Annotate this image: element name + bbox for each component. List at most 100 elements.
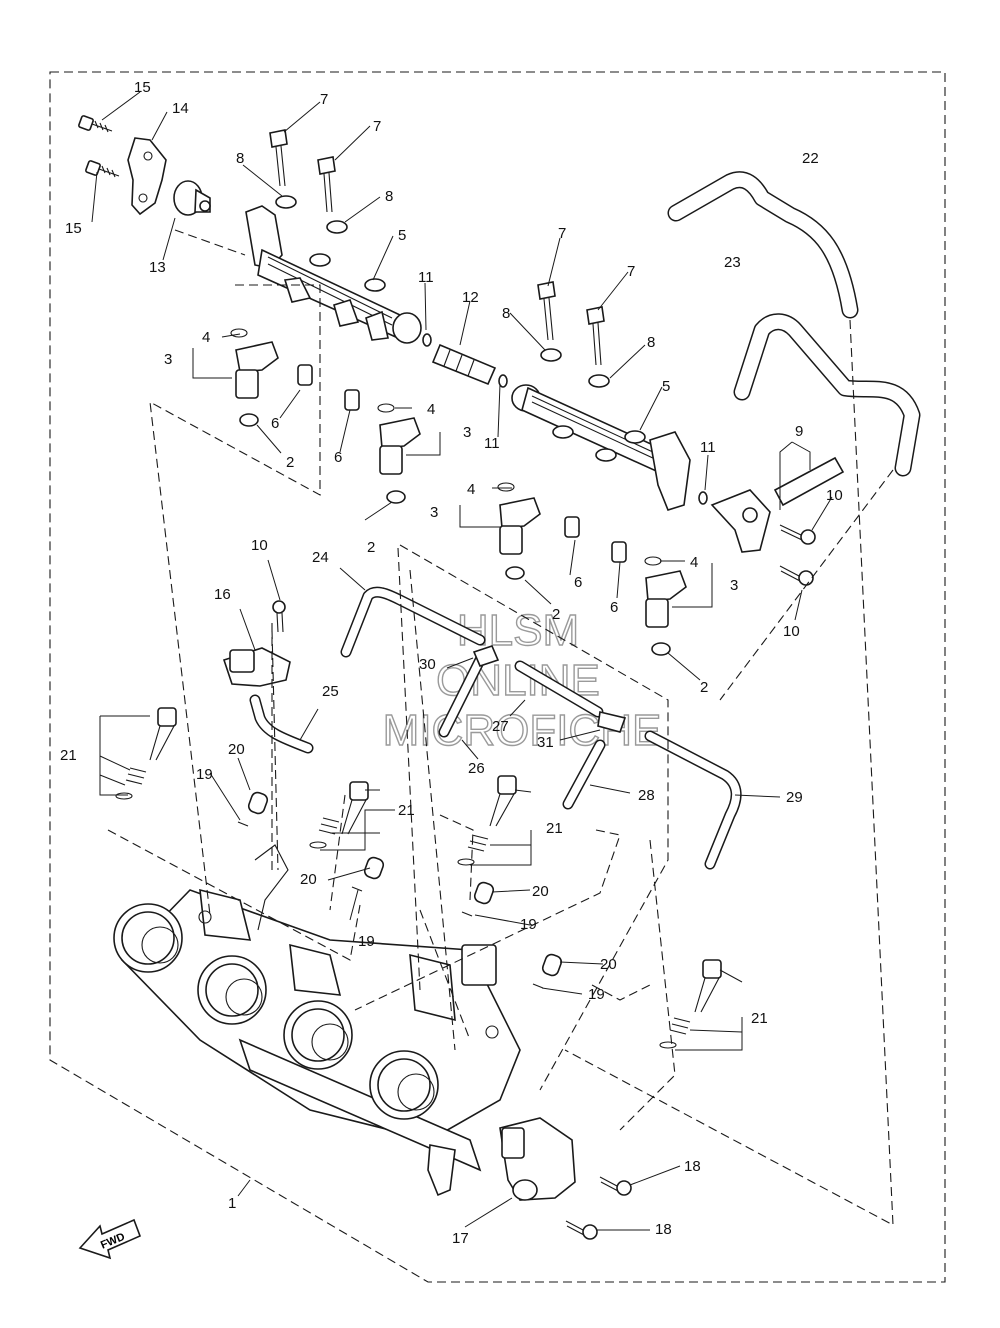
callout-26: 26: [468, 760, 485, 777]
callout-20: 20: [300, 871, 317, 888]
part-bolt-18-a: [599, 1176, 632, 1196]
callout-3: 3: [164, 351, 172, 368]
callout-18: 18: [684, 1158, 701, 1175]
callout-10: 10: [826, 487, 843, 504]
callout-2: 2: [552, 606, 560, 623]
part-fitting-9: [710, 456, 845, 553]
part-screw-15-upper: [78, 115, 113, 133]
part-clip-19-b: [351, 886, 363, 892]
part-spacer-6-a: [297, 364, 313, 386]
part-ring-11-b: [498, 374, 508, 388]
part-bolt-7-c: [537, 281, 556, 341]
callout-2: 2: [286, 454, 294, 471]
callout-7: 7: [320, 91, 328, 108]
callout-6: 6: [334, 449, 342, 466]
part-cap-20-a: [247, 791, 269, 815]
part-tube-25: [249, 694, 314, 754]
callout-2: 2: [367, 539, 375, 556]
part-ring-11-c: [698, 491, 708, 505]
callout-14: 14: [172, 100, 189, 117]
part-washer-8-c: [540, 348, 562, 362]
part-bolt-7-d: [586, 306, 605, 366]
callout-4: 4: [690, 554, 698, 571]
callout-1: 1: [228, 1195, 236, 1212]
part-spacer-6-b: [344, 389, 360, 411]
leader-lines: [91, 91, 833, 1231]
callout-11: 11: [418, 269, 434, 286]
callout-7: 7: [627, 263, 635, 280]
callout-3: 3: [730, 577, 738, 594]
callout-4: 4: [202, 329, 210, 346]
part-bolt-10-a: [779, 524, 816, 545]
part-screw-15-lower: [85, 160, 120, 178]
part-injector-3-b: [377, 403, 421, 504]
callout-17: 17: [452, 1230, 469, 1247]
callout-11: 11: [484, 435, 500, 452]
callout-8: 8: [502, 305, 510, 322]
part-spacer-6-d: [611, 541, 627, 563]
callout-8: 8: [647, 334, 655, 351]
callout-4: 4: [427, 401, 435, 418]
part-throttle-body-1: [113, 844, 521, 1197]
part-screw-set-21-d: [659, 959, 722, 1049]
part-hose-22: [667, 171, 859, 319]
part-tube-28: [562, 739, 606, 810]
part-sensor-16: [222, 647, 291, 687]
callout-8: 8: [385, 188, 393, 205]
part-joint-12: [431, 343, 497, 386]
part-cap-20-c: [473, 881, 495, 905]
callout-6: 6: [271, 415, 279, 432]
fwd-arrow-icon: FWD: [78, 1218, 142, 1260]
assembly-boundary: [49, 71, 946, 1283]
part-bolt-18-b: [565, 1220, 598, 1240]
callout-11: 11: [700, 439, 716, 456]
callout-18: 18: [655, 1221, 672, 1238]
part-bolt-7-a: [269, 129, 288, 187]
callout-30: 30: [419, 656, 436, 673]
callout-29: 29: [786, 789, 803, 806]
callout-22: 22: [802, 150, 819, 167]
callout-19: 19: [588, 986, 605, 1003]
callout-5: 5: [662, 378, 670, 395]
part-sensor-13: [173, 180, 211, 216]
part-injector-3-a: [230, 328, 279, 427]
throttle-bore-3: [283, 1000, 353, 1070]
callout-6: 6: [610, 599, 618, 616]
callout-20: 20: [532, 883, 549, 900]
ref-dash-lines: [107, 229, 894, 1226]
callout-3: 3: [430, 504, 438, 521]
callout-6: 6: [574, 574, 582, 591]
part-bolt-7-b: [317, 156, 336, 213]
callout-20: 20: [600, 956, 617, 973]
part-screw-set-21-c: [457, 775, 517, 866]
part-screw-set-21-a: [115, 707, 177, 800]
part-cap-20-d: [541, 953, 563, 977]
callout-10: 10: [783, 623, 800, 640]
callout-27: 27: [492, 718, 509, 735]
throttle-bore-1: [113, 903, 183, 973]
callout-15: 15: [65, 220, 82, 237]
part-injector-3-d: [644, 556, 687, 656]
callout-19: 19: [196, 766, 213, 783]
part-washer-8-b: [326, 220, 348, 234]
part-t-joint-31: [597, 711, 627, 733]
callout-3: 3: [463, 424, 471, 441]
throttle-bore-2: [197, 955, 267, 1025]
callout-31: 31: [537, 734, 554, 751]
callout-21: 21: [60, 747, 77, 764]
part-bolt-10-c: [272, 600, 286, 633]
callout-23: 23: [724, 254, 741, 271]
callout-labels: 1 2 2 2 2 3 3 3 3 4 4 4 4 5 5 6 6 6 6 7 …: [60, 79, 843, 1247]
throttle-bore-4: [369, 1050, 439, 1120]
callout-19: 19: [358, 933, 375, 950]
part-clip-19-c: [461, 911, 473, 917]
callout-4: 4: [467, 481, 475, 498]
callout-28: 28: [638, 787, 655, 804]
part-clip-19-a: [237, 821, 249, 827]
part-clip-19-d: [532, 983, 544, 989]
callout-16: 16: [214, 586, 231, 603]
part-cap-20-b: [363, 856, 385, 880]
callout-13: 13: [149, 259, 166, 276]
part-fuel-rail-left-5: [245, 205, 422, 344]
